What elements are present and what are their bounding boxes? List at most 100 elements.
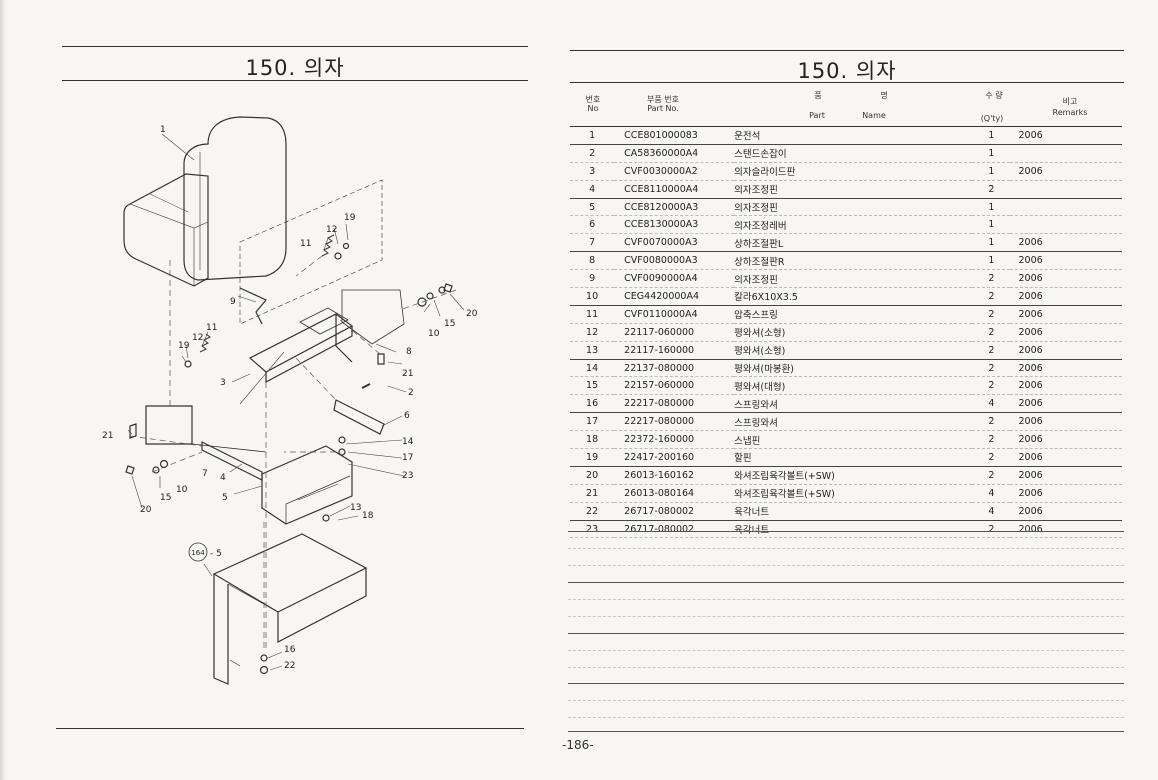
row-part-number: 22372-160000 [614, 430, 735, 450]
callout-2: 2 [408, 388, 414, 398]
callout-20a: 20 [466, 309, 478, 319]
row-quantity: 2 [972, 430, 1011, 450]
callout-12a: 12 [326, 225, 337, 235]
left-page: 150. 의자 [0, 0, 540, 780]
row-quantity: 4 [972, 484, 1011, 503]
row-remarks [1010, 215, 1122, 235]
blank-dash [568, 667, 1124, 668]
row-number: 6 [570, 215, 615, 235]
callout-21a: 21 [402, 369, 413, 379]
row-number: 5 [570, 198, 615, 217]
row-quantity: 2 [972, 376, 1011, 396]
callout-3: 3 [220, 378, 226, 388]
row-remarks: 2006 [1010, 412, 1122, 432]
reference-callout: 164 - 5 [188, 542, 222, 562]
row-remarks: 2006 [1010, 127, 1122, 145]
row-part-name: 의자조정레버 [734, 215, 973, 235]
row-part-name: 스냅핀 [734, 430, 973, 450]
row-number: 8 [570, 251, 615, 271]
row-part-number: CA58360000A4 [614, 144, 735, 163]
callout-19b: 19 [178, 341, 190, 351]
header-name-en-1: Part [809, 111, 825, 120]
callout-18: 18 [362, 511, 374, 521]
row-part-number: CEG4420000A4 [614, 287, 735, 306]
callout-21b: 21 [102, 431, 113, 441]
row-number: 11 [570, 305, 615, 324]
row-part-name: 의자조정핀 [734, 180, 973, 199]
row-remarks: 2006 [1010, 233, 1122, 253]
row-part-number: CVF0080000A3 [614, 251, 735, 271]
header-rule [570, 126, 1122, 127]
row-quantity: 2 [972, 520, 1011, 539]
row-part-number: CVF0090000A4 [614, 269, 735, 289]
row-remarks: 2006 [1010, 251, 1122, 271]
blank-dash [568, 717, 1124, 718]
row-part-name: 의자조정핀 [734, 198, 973, 217]
row-quantity: 1 [972, 233, 1011, 253]
row-remarks: 2006 [1010, 287, 1122, 306]
row-part-name: 운전석 [734, 127, 973, 145]
header-part-no-en: Part No. [647, 104, 679, 113]
row-part-name: 의자슬라이드판 [734, 162, 973, 181]
row-quantity: 2 [972, 323, 1011, 342]
row-quantity: 2 [972, 341, 1011, 360]
callout-6: 6 [404, 411, 410, 421]
row-quantity: 1 [972, 215, 1011, 235]
row-number: 12 [570, 323, 615, 342]
header-name-ko-1: 품 [814, 91, 822, 100]
row-part-name: 스프링와셔 [734, 394, 973, 414]
row-remarks: 2006 [1010, 323, 1122, 342]
seat-illustration [123, 116, 453, 685]
header-name-ko-2: 명 [880, 91, 888, 100]
row-part-name: 칼라6X10X3.5 [734, 287, 973, 306]
callout-10a: 10 [428, 329, 440, 339]
row-quantity: 2 [972, 305, 1011, 324]
exploded-seat-diagram: 1 2 3 4 5 6 7 8 9 10 10 11 11 12 12 13 1… [102, 116, 478, 685]
row-quantity: 1 [972, 144, 1011, 163]
row-part-number: 22417-200160 [614, 448, 735, 467]
row-part-name: 와셔조립육각볼트(+SW) [734, 466, 973, 485]
row-remarks: 2006 [1010, 484, 1122, 503]
row-quantity: 1 [972, 198, 1011, 217]
row-part-name: 스탠드손잡이 [734, 144, 973, 163]
row-part-number: CVF0070000A3 [614, 233, 735, 253]
row-part-number: CVF0030000A2 [614, 162, 735, 181]
blank-dash [568, 700, 1124, 701]
blank-dash [568, 616, 1124, 617]
callout-10b: 10 [176, 485, 188, 495]
row-number: 15 [570, 376, 615, 396]
row-quantity: 2 [972, 448, 1011, 467]
row-part-number: 26717-080002 [614, 502, 735, 521]
row-part-name: 육각너트 [734, 502, 973, 521]
header-no-en: No [587, 104, 599, 113]
row-part-number: CVF0110000A4 [614, 305, 735, 324]
row-part-name: 할핀 [734, 448, 973, 467]
row-part-name: 평와셔(대형) [734, 376, 973, 396]
row-remarks: 2006 [1010, 341, 1122, 360]
row-part-number: 22117-160000 [614, 341, 735, 360]
row-remarks: 2006 [1010, 376, 1122, 396]
callout-23: 23 [402, 471, 413, 481]
row-number: 3 [570, 162, 615, 181]
row-number: 23 [570, 520, 615, 539]
blank-rule [568, 683, 1124, 684]
callout-labels: 1 2 3 4 5 6 7 8 9 10 10 11 11 12 12 13 1… [102, 125, 478, 671]
callout-1: 1 [160, 125, 166, 135]
row-quantity: 1 [972, 251, 1011, 271]
row-part-name: 압축스프링 [734, 305, 973, 324]
row-number: 10 [570, 287, 615, 306]
header-remarks-en: Remarks [1052, 108, 1088, 117]
row-quantity: 1 [972, 162, 1011, 181]
row-remarks: 2006 [1010, 305, 1122, 324]
page-number: -186- [562, 738, 594, 752]
right-page-title: 150. 의자 [797, 59, 897, 83]
row-number: 22 [570, 502, 615, 521]
